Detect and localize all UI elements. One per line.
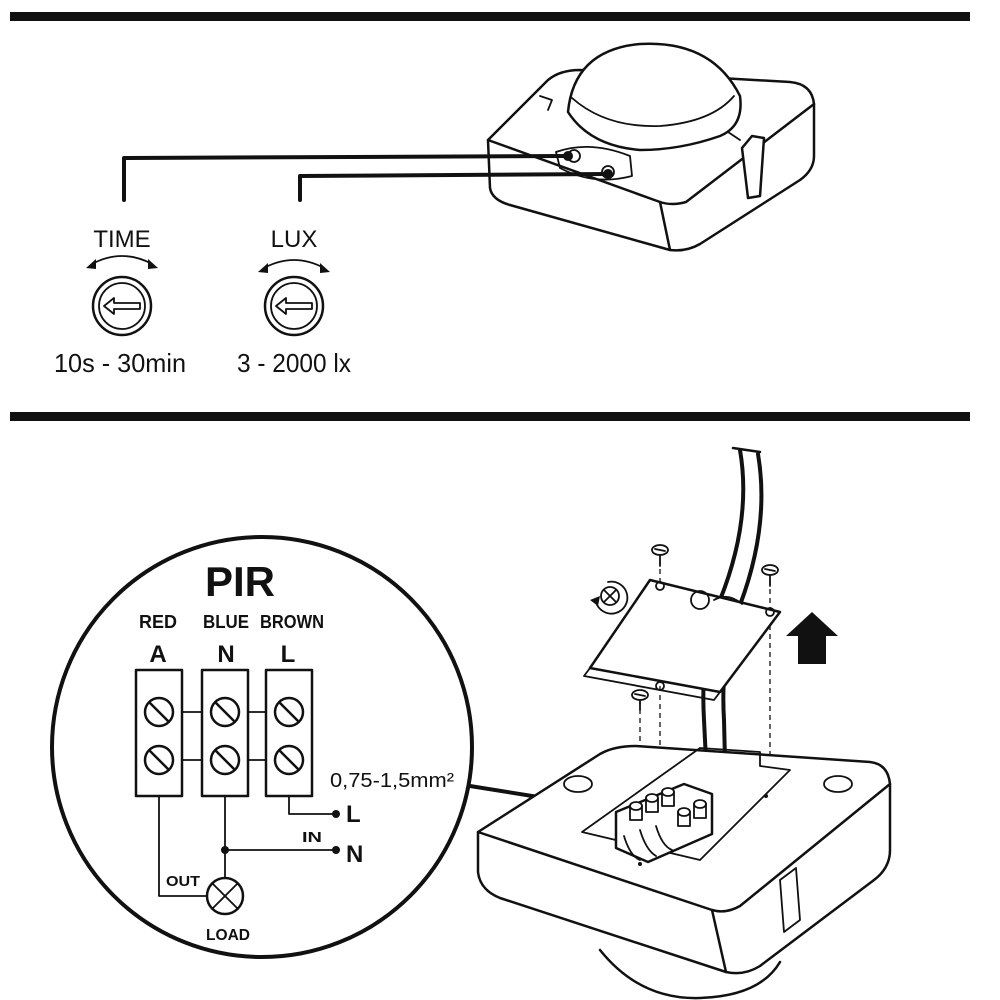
terminal-label-n: N <box>217 641 234 668</box>
sensor-top-view <box>486 42 816 252</box>
terminal-block-l <box>264 668 314 798</box>
time-label: TIME <box>93 226 150 253</box>
rotate-arrow-icon <box>263 259 325 269</box>
neutral-label: N <box>346 841 363 868</box>
middle-divider <box>10 412 970 421</box>
screw-icon <box>651 544 669 567</box>
terminal-label-l: L <box>281 641 296 668</box>
dial-pointer-icon <box>275 297 313 315</box>
line-label: L <box>346 801 361 828</box>
lux-leader-line <box>298 169 613 202</box>
terminal-label-a: A <box>149 641 166 668</box>
lift-arrow-icon <box>786 612 838 664</box>
screw-icon <box>631 689 649 711</box>
terminal-block-n <box>200 668 250 798</box>
wire-color-red: RED <box>139 612 177 632</box>
terminal-block-a <box>134 668 184 798</box>
lux-range: 3 - 2000 lx <box>237 348 351 378</box>
rotate-arrow-icon <box>91 255 153 265</box>
lux-label: LUX <box>271 226 318 253</box>
load-label: LOAD <box>206 927 250 944</box>
screw-icon <box>761 564 779 587</box>
time-knob: TIME 10s - 30min <box>54 226 186 378</box>
dial-pointer-icon <box>103 297 141 315</box>
terminal-block-installed <box>614 782 714 864</box>
line-wire <box>288 795 337 815</box>
out-wire <box>158 795 207 897</box>
out-label: OUT <box>166 873 200 890</box>
pir-title: PIR <box>205 558 275 605</box>
load-lamp-icon <box>205 876 245 916</box>
time-range: 10s - 30min <box>54 348 186 378</box>
top-divider <box>10 12 970 21</box>
wire-color-brown: BROWN <box>260 612 324 632</box>
wire-color-blue: BLUE <box>203 612 249 632</box>
wire-gauge-label: 0,75-1,5mm² <box>330 770 454 792</box>
unscrew-icon <box>590 580 629 615</box>
in-label: IN <box>302 829 322 846</box>
lux-knob: LUX 3 - 2000 lx <box>237 226 351 378</box>
time-leader-line <box>122 151 573 202</box>
sensor-installation-view <box>476 446 892 1000</box>
pir-wiring-detail: PIR RED BLUE BROWN A N L <box>50 535 474 959</box>
